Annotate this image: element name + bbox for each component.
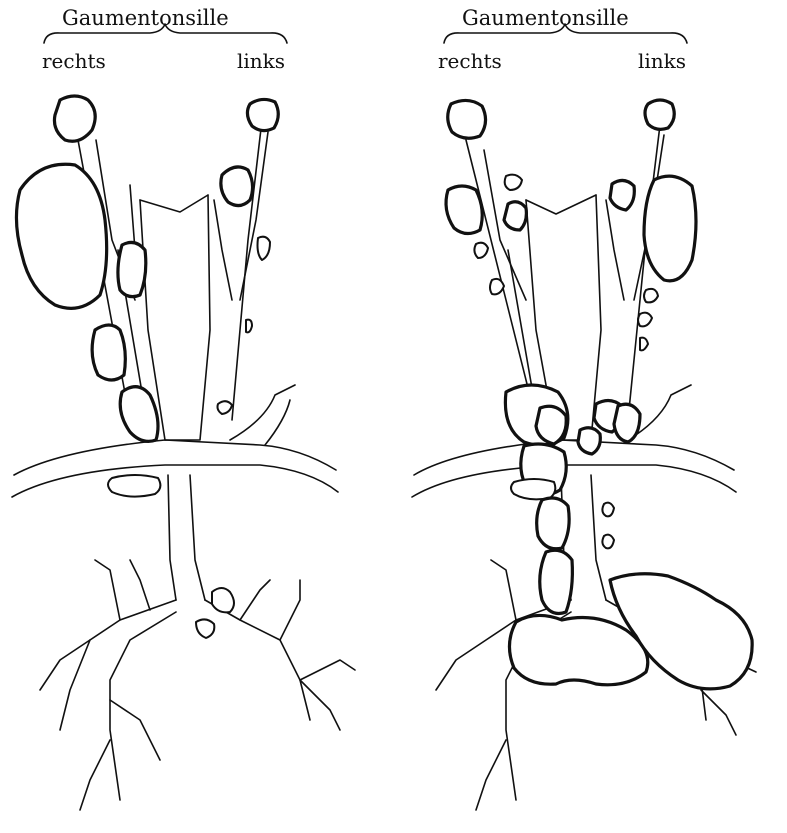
- branch: [300, 660, 355, 680]
- stem: [168, 475, 176, 600]
- lymph-node: [120, 387, 158, 442]
- lymph-node: [221, 167, 253, 206]
- lymph-node: [578, 428, 600, 454]
- vessel: [232, 120, 262, 420]
- trachea: [140, 195, 208, 212]
- lymph-diagram-left: [0, 0, 393, 833]
- trachea: [130, 185, 135, 250]
- trachea: [606, 200, 624, 300]
- trachea: [526, 195, 596, 214]
- lymph-node: [536, 406, 566, 444]
- label-right-side: rechts: [438, 49, 502, 73]
- lymph-node: [196, 619, 214, 638]
- lymph-node: [614, 404, 640, 442]
- lymph-node: [638, 313, 652, 327]
- branch: [130, 560, 150, 610]
- lymph-node: [118, 242, 146, 296]
- lymph-node: [537, 498, 569, 549]
- diagram-title: Gaumentonsille: [462, 6, 629, 30]
- lymph-node: [505, 175, 522, 190]
- branch: [476, 740, 506, 810]
- lymph-node: [645, 100, 674, 129]
- lymph-node: [92, 325, 125, 380]
- lymph-node: [511, 479, 555, 499]
- branch: [701, 690, 736, 735]
- lymph-node: [54, 96, 95, 141]
- branch: [80, 740, 110, 810]
- label-left-side: links: [237, 49, 285, 73]
- diagram-panel-left: Gaumentonsille rechts links: [0, 0, 393, 833]
- label-left-side: links: [638, 49, 686, 73]
- lymph-node: [218, 401, 233, 414]
- branch: [205, 600, 310, 720]
- diagram-panel-right: Gaumentonsille rechts links: [396, 0, 787, 833]
- lymph-node: [602, 535, 614, 549]
- label-right-side: rechts: [42, 49, 106, 73]
- branch: [60, 640, 90, 730]
- diagram-title: Gaumentonsille: [62, 6, 229, 30]
- lymph-node: [644, 176, 696, 281]
- lymph-diagram-right: [396, 0, 787, 833]
- lymph-node: [108, 475, 160, 497]
- lymph-node: [540, 550, 573, 613]
- branch: [110, 700, 160, 760]
- branch: [491, 560, 516, 620]
- lymph-node: [16, 164, 106, 308]
- lymph-node: [247, 99, 278, 130]
- lymph-node: [258, 237, 271, 260]
- lymph-node: [644, 289, 658, 303]
- lymph-node: [448, 100, 486, 138]
- lymph-node: [610, 180, 634, 210]
- branch: [95, 560, 120, 620]
- stem: [190, 475, 205, 600]
- branch: [40, 600, 176, 690]
- lymph-node: [490, 279, 504, 294]
- lymph-node: [504, 202, 526, 230]
- branch: [280, 580, 300, 640]
- lymph-node: [640, 338, 648, 351]
- arc: [12, 465, 338, 497]
- lymph-node: [446, 186, 482, 234]
- trachea: [214, 200, 232, 300]
- branch: [240, 580, 270, 620]
- arc: [412, 465, 736, 497]
- lymph-node: [212, 588, 234, 612]
- lymph-node: [246, 320, 252, 333]
- lymph-node: [602, 503, 614, 517]
- lymph-node: [474, 243, 488, 258]
